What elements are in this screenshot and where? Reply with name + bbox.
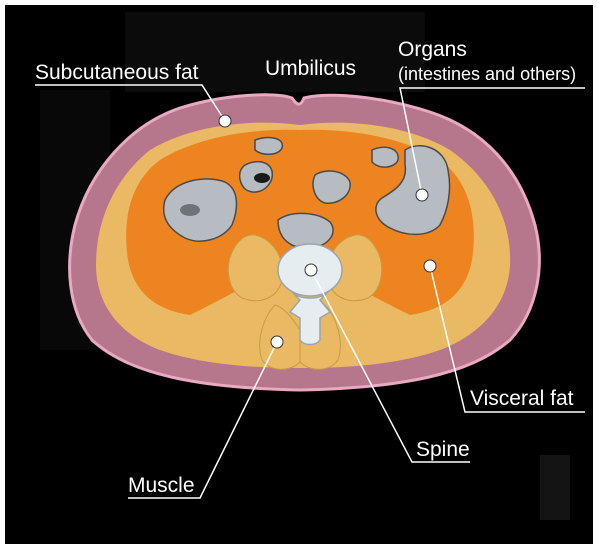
gas-pocket	[254, 173, 270, 183]
organ-mass	[164, 179, 237, 241]
label-subcutaneous-fat: Subcutaneous fat	[35, 61, 199, 84]
marker-dot-subcutaneous	[219, 115, 231, 127]
marker-dot-organs	[416, 189, 428, 201]
marker-dot-spine	[305, 264, 317, 276]
marker-dot-muscle	[271, 336, 283, 348]
gas-pocket	[180, 204, 200, 216]
label-muscle: Muscle	[128, 474, 195, 497]
organ-mass	[372, 147, 398, 167]
label-organs: Organs	[398, 38, 467, 61]
label-spine: Spine	[416, 438, 470, 461]
bg-panel	[540, 455, 570, 520]
organ-mass	[255, 138, 282, 155]
label-umbilicus: Umbilicus	[265, 57, 356, 80]
label-visceral-fat: Visceral fat	[470, 387, 574, 410]
label-organs-detail: (intestines and others)	[398, 64, 576, 84]
marker-dot-visceral	[424, 260, 436, 272]
